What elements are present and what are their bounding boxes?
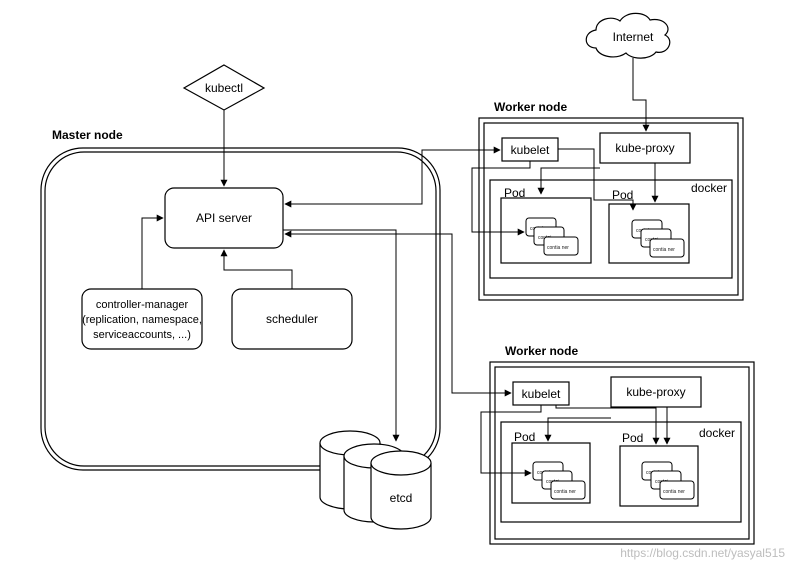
internet-label: Internet [613, 30, 654, 44]
worker-node-2-docker-label: docker [699, 426, 735, 440]
worker-node-2-pod-1: Pod contai contai contia ner [511, 430, 591, 504]
worker-node-1-container [478, 117, 744, 301]
worker-node-2-container [489, 361, 755, 545]
worker-node-2-kube-proxy-label: kube-proxy [626, 385, 685, 399]
controller-manager-box: controller-manager (replication, namespa… [81, 288, 203, 350]
scheduler-label: scheduler [266, 312, 318, 326]
worker-node-2-pod-2-label: Pod [622, 431, 643, 445]
edge-kubelet1-pod1 [471, 161, 531, 236]
worker-node-1-pod-2-label: Pod [612, 188, 633, 202]
worker-node-1-pod-2-container-3: contia ner [653, 247, 675, 253]
edge-internet-proxy-1 [632, 58, 650, 132]
etcd-database: etcd [319, 430, 432, 530]
worker-node-1-kubelet-label: kubelet [511, 143, 550, 157]
worker-node-2-pod-1-container-3: contia ner [554, 489, 576, 495]
worker-node-2-pod-1-label: Pod [514, 430, 535, 444]
worker-node-2-kube-proxy-box: kube-proxy [610, 376, 702, 408]
worker-node-1-docker-container: docker [489, 179, 733, 279]
worker-node-2-docker-container: docker [500, 421, 742, 523]
worker-node-1-kubelet-box: kubelet [501, 137, 559, 162]
controller-manager-label: controller-manager [96, 299, 189, 311]
worker-node-1-pod-1-container-3: contia ner [547, 245, 569, 251]
worker-node-1-pod-2: Pod contai contai contia ner [608, 188, 690, 264]
edge-kubelet2-pod1 [480, 405, 542, 477]
edge-api-kubelet-1 [284, 146, 501, 208]
internet-cloud: Internet [585, 12, 671, 59]
connectors [141, 58, 671, 477]
edge-kubelet2-pod2 [555, 405, 660, 445]
worker-node-2-pod-2-container-3: contia ner [663, 489, 685, 495]
worker-node-1-kube-proxy-box: kube-proxy [599, 132, 691, 164]
edge-proxy1-pod1 [537, 167, 600, 195]
worker-node-2-kubelet-label: kubelet [522, 387, 561, 401]
worker-node-2-title: Worker node [505, 344, 578, 358]
worker-node-2-kubelet-box: kubelet [512, 381, 570, 406]
watermark-text: https://blog.csdn.net/yasyal515 [620, 546, 785, 560]
worker-node-1-pod-1: Pod contai contai contia ner [500, 186, 592, 264]
controller-manager-detail-2: serviceaccounts, ...) [93, 329, 191, 341]
worker-node-2-pod-2: Pod contai contai contia ner [619, 431, 699, 507]
worker-node-1-docker-label: docker [691, 181, 727, 195]
edge-api-kubelet-2 [284, 230, 512, 397]
controller-manager-detail-1: (replication, namespace, [82, 314, 202, 326]
worker-node-1-kube-proxy-label: kube-proxy [615, 141, 674, 155]
worker-node-1-title: Worker node [494, 100, 567, 114]
master-node-title: Master node [52, 128, 123, 142]
edge-scheduler-api [220, 249, 293, 289]
worker-node-1-pod-1-label: Pod [504, 186, 525, 200]
edge-proxy2-pod1 [544, 417, 611, 442]
edge-controller-api [141, 214, 164, 289]
etcd-label: etcd [390, 491, 413, 505]
api-server-box: API server [164, 187, 284, 249]
edge-kubelet1-pod2 [558, 148, 637, 211]
api-server-label: API server [196, 211, 252, 225]
kubectl-label: kubectl [205, 81, 243, 95]
kubectl-node: kubectl [182, 64, 266, 111]
scheduler-box: scheduler [231, 288, 353, 350]
